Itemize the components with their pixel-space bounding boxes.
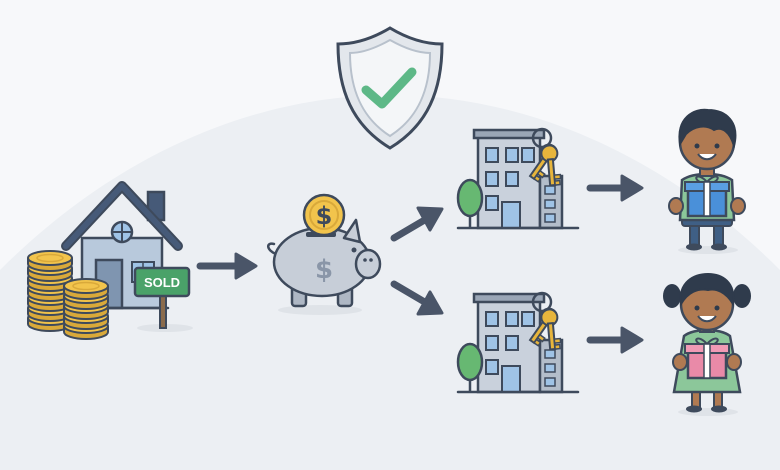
- piggy-dollar-sign: $: [315, 255, 333, 285]
- piggy-bank-icon: $: [267, 218, 382, 308]
- gift-icon: [684, 337, 730, 380]
- coin-dollar-sign: $: [316, 202, 333, 230]
- shield-check-icon: [336, 26, 444, 150]
- sold-sign-icon: SOLD: [133, 266, 191, 329]
- coin-icon: $: [302, 193, 346, 237]
- arrow-icon: [390, 206, 444, 242]
- gift-icon: [684, 175, 730, 218]
- background-hill: [0, 95, 780, 470]
- arrow-icon: [586, 326, 644, 354]
- arrow-icon: [390, 280, 444, 316]
- sold-sign-label: SOLD: [144, 275, 180, 290]
- arrow-icon: [586, 174, 644, 202]
- arrow-icon: [196, 252, 258, 280]
